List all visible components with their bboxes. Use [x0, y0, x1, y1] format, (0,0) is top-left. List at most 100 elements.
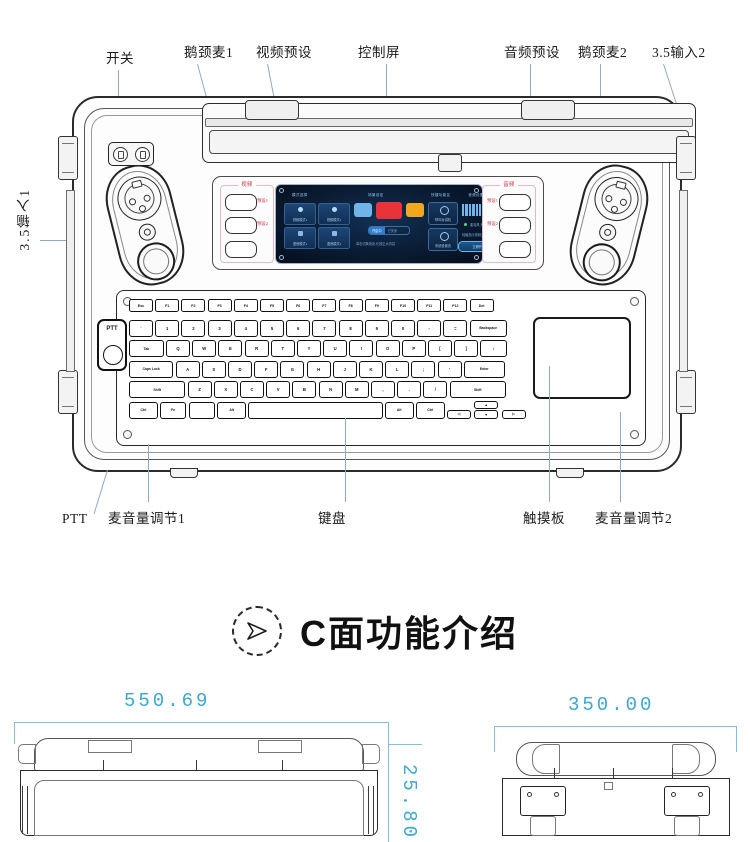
key-shift[interactable]: Shift: [449, 381, 506, 398]
touchpad[interactable]: [533, 317, 631, 399]
quick-button-2[interactable]: 系统设置页: [428, 228, 458, 251]
mode-tile-2[interactable]: 视频模式2: [318, 203, 350, 225]
key-2[interactable]: 2: [181, 319, 206, 337]
key-i[interactable]: I: [349, 340, 374, 357]
quick-button-1[interactable]: 呼叫对讲机: [428, 202, 458, 225]
video-preset-button-2[interactable]: [225, 217, 257, 234]
key--[interactable]: ;: [411, 360, 436, 378]
key-3[interactable]: 3: [207, 319, 232, 337]
key--[interactable]: -: [417, 319, 442, 337]
key-g[interactable]: G: [280, 360, 305, 378]
key-y[interactable]: Y: [297, 340, 321, 357]
key-1[interactable]: 1: [155, 319, 180, 337]
audio-preset-button-2[interactable]: [499, 217, 531, 234]
key-d[interactable]: D: [228, 360, 252, 378]
key-alt[interactable]: Alt: [384, 401, 414, 419]
audio-cta-button[interactable]: 立即开启 / 关闭麦克风: [458, 241, 482, 252]
key-f4[interactable]: F4: [233, 299, 258, 312]
key--[interactable]: `: [129, 319, 153, 337]
key-f2[interactable]: F2: [181, 299, 206, 312]
scene-toggle[interactable]: 开启中 已关闭: [368, 226, 410, 235]
key-n[interactable]: N: [318, 381, 343, 398]
video-preset-button-1[interactable]: [225, 194, 257, 211]
key-f[interactable]: F: [254, 360, 279, 378]
scene-swatch-blue[interactable]: [354, 203, 372, 217]
key-w[interactable]: W: [192, 340, 217, 357]
key--[interactable]: =: [443, 319, 468, 337]
key-a[interactable]: A: [175, 360, 200, 378]
key-space[interactable]: [248, 401, 383, 419]
scene-swatch-orange[interactable]: [406, 203, 424, 217]
key-p[interactable]: P: [401, 340, 426, 357]
dim-front-left-ext: [14, 722, 15, 744]
key--[interactable]: [: [428, 340, 452, 357]
key-s[interactable]: S: [201, 360, 226, 378]
key-q[interactable]: Q: [166, 340, 190, 357]
key--[interactable]: ]: [454, 340, 479, 357]
key-8[interactable]: 8: [338, 319, 363, 337]
video-spare-button[interactable]: [225, 241, 257, 258]
power-switch-assembly[interactable]: [108, 142, 154, 166]
key-9[interactable]: 9: [364, 319, 389, 337]
key-ctrl[interactable]: Ctrl: [129, 401, 158, 419]
mode-tile-1[interactable]: 视频模式1: [284, 203, 316, 225]
key-z[interactable]: Z: [187, 381, 212, 398]
control-screen-display[interactable]: 模式选择 视频模式1 视频模式2 语音模式1 语音模式2: [275, 184, 483, 264]
key-f10[interactable]: F10: [391, 299, 415, 312]
key-l[interactable]: L: [385, 360, 410, 378]
key-win[interactable]: [188, 401, 215, 419]
key--[interactable]: /: [423, 381, 448, 398]
key-del[interactable]: Del: [469, 299, 494, 312]
key-k[interactable]: K: [359, 360, 383, 378]
key-alt[interactable]: Alt: [217, 401, 246, 419]
key-f12[interactable]: F12: [443, 299, 468, 312]
key-t[interactable]: T: [270, 340, 295, 357]
key--[interactable]: ': [437, 360, 462, 378]
key-f5[interactable]: F5: [260, 299, 284, 312]
key-f1[interactable]: F1: [155, 299, 180, 312]
key-f9[interactable]: F9: [364, 299, 389, 312]
key-e[interactable]: E: [218, 340, 243, 357]
key-backspace[interactable]: Backspace: [469, 319, 507, 337]
key-arrow-up[interactable]: ▲: [474, 400, 499, 409]
key-arrow-right[interactable]: ▷: [501, 409, 526, 419]
key-f11[interactable]: F11: [417, 299, 442, 312]
key-c[interactable]: C: [240, 381, 264, 398]
key-0[interactable]: 0: [391, 319, 415, 337]
key-m[interactable]: M: [344, 381, 369, 398]
key-j[interactable]: J: [332, 360, 357, 378]
key-ctrl[interactable]: Ctrl: [415, 401, 445, 419]
mode-tile-3[interactable]: 语音模式1: [284, 227, 316, 249]
key-x[interactable]: X: [213, 381, 238, 398]
key-f6[interactable]: F6: [286, 299, 311, 312]
key-5[interactable]: 5: [260, 319, 284, 337]
audio-spare-button[interactable]: [499, 241, 531, 258]
key-6[interactable]: 6: [286, 319, 311, 337]
ptt-button[interactable]: [103, 345, 123, 365]
key-arrow-left[interactable]: ◁: [446, 409, 471, 419]
key-r[interactable]: R: [244, 340, 269, 357]
key-o[interactable]: O: [375, 340, 400, 357]
key-4[interactable]: 4: [233, 319, 258, 337]
key-f7[interactable]: F7: [312, 299, 337, 312]
key-f3[interactable]: F3: [207, 299, 232, 312]
key-v[interactable]: V: [266, 381, 291, 398]
key--[interactable]: .: [397, 381, 422, 398]
key-f8[interactable]: F8: [338, 299, 363, 312]
mode-tile-4[interactable]: 语音模式2: [318, 227, 350, 249]
key-caps-lock[interactable]: Caps Lock: [129, 360, 174, 378]
key-h[interactable]: H: [306, 360, 331, 378]
key-u[interactable]: U: [323, 340, 348, 357]
key-arrow-down[interactable]: ▼: [474, 410, 499, 419]
key--[interactable]: \: [480, 340, 507, 357]
key-fn[interactable]: Fn: [160, 401, 187, 419]
key-7[interactable]: 7: [312, 319, 337, 337]
key-b[interactable]: B: [292, 381, 317, 398]
key--[interactable]: ,: [371, 381, 395, 398]
audio-preset-button-1[interactable]: [499, 194, 531, 211]
key-enter[interactable]: Enter: [463, 360, 505, 378]
key-shift[interactable]: Shift: [129, 381, 186, 398]
scene-swatch-red[interactable]: [376, 202, 402, 219]
key-esc[interactable]: Esc: [129, 299, 153, 312]
key-tab[interactable]: Tab: [129, 340, 164, 357]
